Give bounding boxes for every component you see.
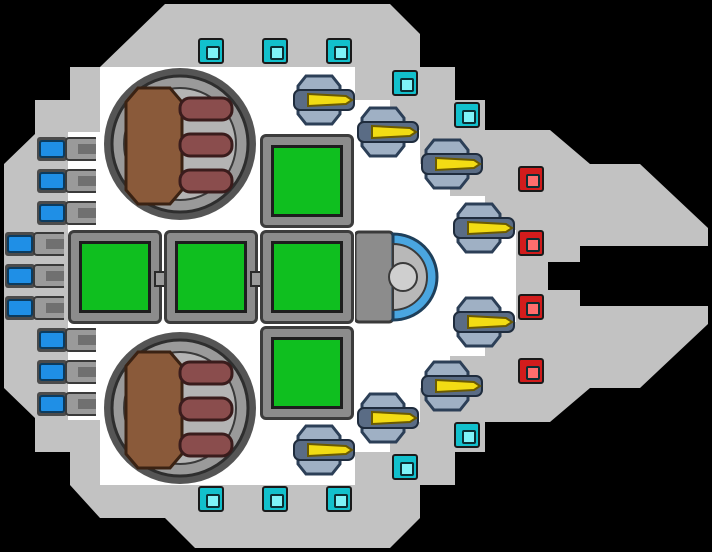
thruster-icon bbox=[5, 296, 64, 320]
node-core bbox=[526, 302, 540, 316]
square-node-icon[interactable] bbox=[392, 70, 418, 96]
node-core bbox=[462, 110, 476, 124]
square-node-icon[interactable] bbox=[262, 38, 288, 64]
cannon-turret-icon[interactable] bbox=[100, 68, 262, 220]
node-core bbox=[526, 238, 540, 252]
square-node-icon[interactable] bbox=[518, 230, 544, 256]
square-node-icon[interactable] bbox=[454, 422, 480, 448]
node-core bbox=[270, 46, 284, 60]
cannon-turret-icon[interactable] bbox=[100, 332, 262, 484]
room-1[interactable] bbox=[68, 230, 166, 324]
square-node-icon[interactable] bbox=[262, 486, 288, 512]
thruster-icon bbox=[5, 264, 64, 288]
thruster-icon bbox=[37, 201, 96, 225]
node-core bbox=[206, 494, 220, 508]
thruster-icon bbox=[37, 137, 96, 161]
room-5[interactable] bbox=[260, 326, 354, 420]
room-2[interactable] bbox=[164, 230, 262, 324]
laser-turret-icon[interactable] bbox=[420, 136, 484, 192]
thruster-icon bbox=[37, 169, 96, 193]
square-node-icon[interactable] bbox=[518, 166, 544, 192]
node-core bbox=[462, 430, 476, 444]
square-node-icon[interactable] bbox=[198, 38, 224, 64]
square-node-icon[interactable] bbox=[326, 38, 352, 64]
square-node-icon[interactable] bbox=[454, 102, 480, 128]
room-3[interactable] bbox=[260, 230, 354, 324]
thruster-icon bbox=[5, 232, 64, 256]
thruster-icon bbox=[37, 392, 96, 416]
node-core bbox=[270, 494, 284, 508]
square-node-icon[interactable] bbox=[392, 454, 418, 480]
laser-turret-icon[interactable] bbox=[356, 390, 420, 446]
square-node-icon[interactable] bbox=[198, 486, 224, 512]
thruster-icon bbox=[37, 328, 96, 352]
node-core bbox=[526, 366, 540, 380]
square-node-icon[interactable] bbox=[326, 486, 352, 512]
node-core bbox=[206, 46, 220, 60]
laser-turret-icon[interactable] bbox=[292, 72, 356, 128]
square-node-icon[interactable] bbox=[518, 294, 544, 320]
node-core bbox=[400, 462, 414, 476]
node-core bbox=[526, 174, 540, 188]
node-core bbox=[400, 78, 414, 92]
laser-turret-icon[interactable] bbox=[356, 104, 420, 160]
square-node-icon[interactable] bbox=[518, 358, 544, 384]
laser-turret-icon[interactable] bbox=[292, 422, 356, 478]
room-4[interactable] bbox=[260, 134, 354, 228]
laser-turret-icon[interactable] bbox=[452, 200, 516, 256]
laser-turret-icon[interactable] bbox=[420, 358, 484, 414]
cockpit-icon[interactable] bbox=[355, 230, 451, 324]
laser-turret-icon[interactable] bbox=[452, 294, 516, 350]
thruster-icon bbox=[37, 360, 96, 384]
node-core bbox=[334, 494, 348, 508]
node-core bbox=[334, 46, 348, 60]
